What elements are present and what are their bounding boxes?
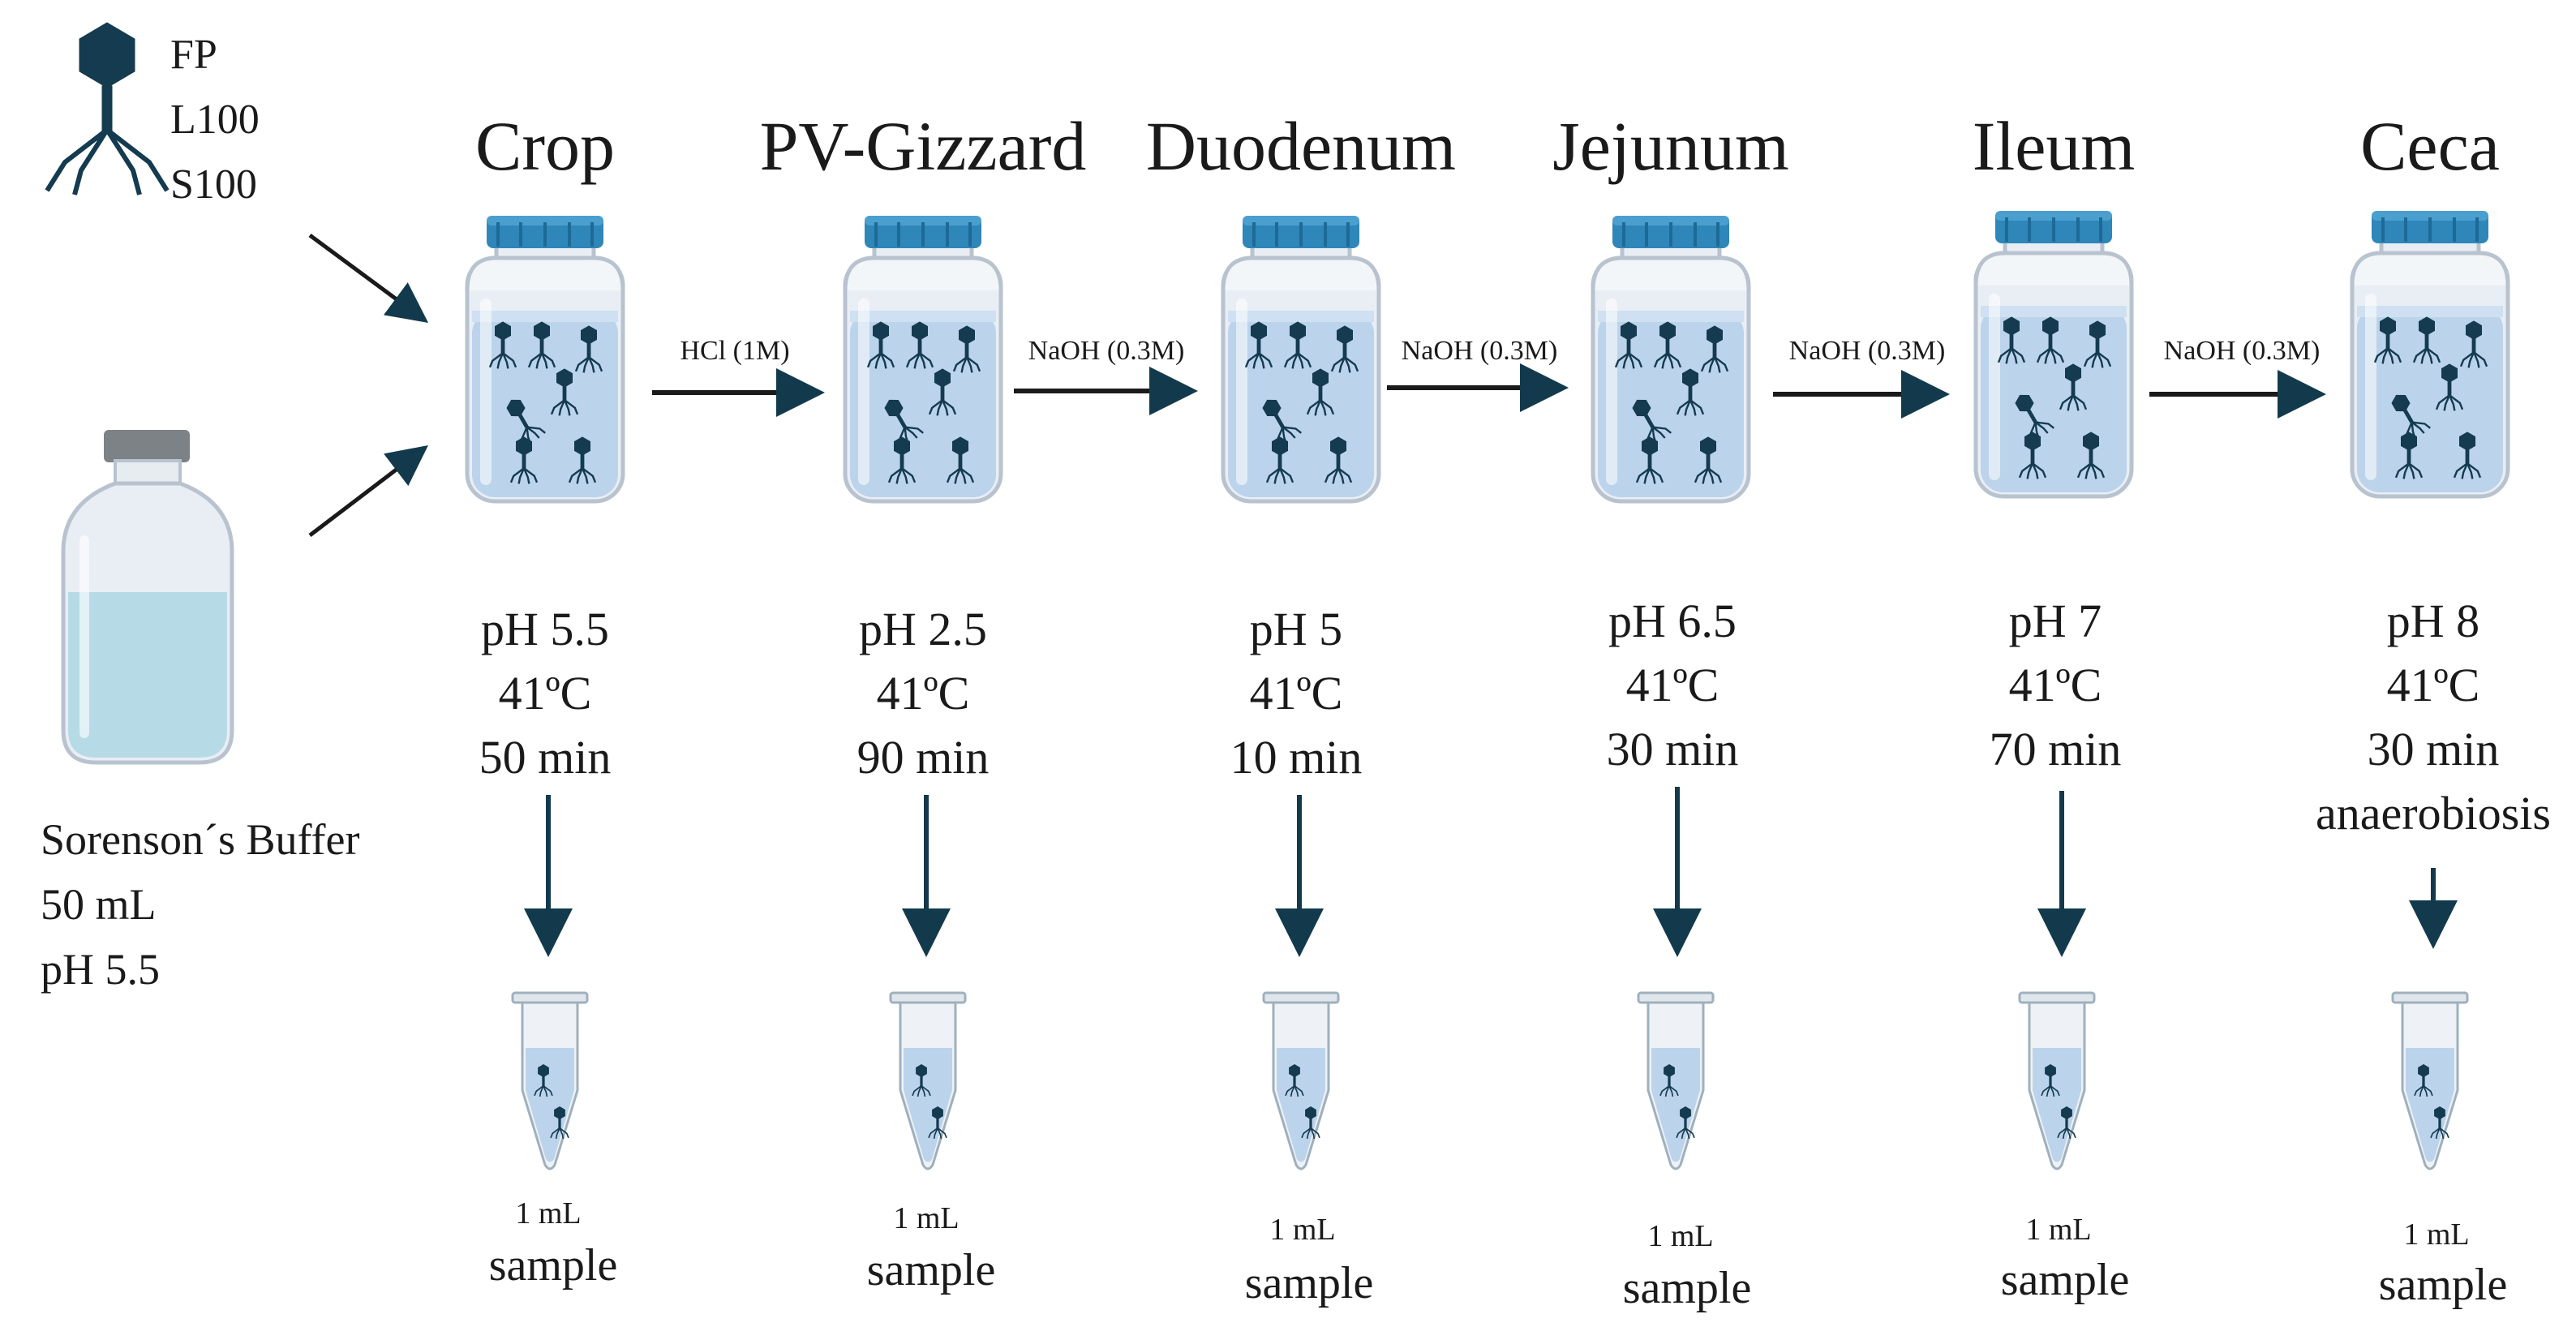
stage-ph: pH 5.5 — [481, 603, 609, 655]
stage-temperature: 41ºC — [2008, 659, 2102, 711]
stage-time: 30 min — [2367, 723, 2500, 775]
duodenum-bottle-icon — [1223, 216, 1379, 501]
stage-title-crop: Crop — [475, 107, 615, 185]
sample-label-ileum: sample — [2000, 1255, 2130, 1305]
stage-conditions-duodenum: pH 5 41ºC 10 min — [1085, 597, 1507, 789]
stage-conditions-crop: pH 5.5 41ºC 50 min — [334, 597, 756, 789]
stage-title-ileum: Ileum — [1972, 107, 2136, 185]
transition-label-2: NaOH (0.3M) — [1028, 336, 1185, 366]
sample-label-crop: sample — [488, 1240, 618, 1291]
crop-tube-icon — [513, 993, 587, 1169]
buffer-description: Sorenson´s Buffer 50 mL pH 5.5 — [41, 807, 359, 1002]
buffer-vial-icon — [61, 430, 234, 765]
stage-temperature: 41ºC — [876, 667, 970, 719]
stage-conditions-ceca: pH 8 41ºC 30 min anaerobiosis — [2222, 589, 2576, 845]
stage-time: 10 min — [1230, 731, 1363, 784]
stage-temperature: 41ºC — [498, 667, 592, 719]
stage-temperature: 41ºC — [1625, 659, 1719, 711]
stage-title-duodenum: Duodenum — [1145, 107, 1457, 185]
sample-label-pv-gizzard: sample — [866, 1245, 996, 1295]
duodenum-tube-icon — [1264, 993, 1338, 1169]
stage-time: 50 min — [479, 731, 612, 784]
stage-title-jejunum: Jejunum — [1552, 107, 1789, 185]
sample-volume-pv-gizzard: 1 mL — [893, 1201, 960, 1235]
stage-temperature: 41ºC — [1249, 667, 1343, 719]
phage-labels: FP L100 S100 — [170, 23, 260, 217]
sample-volume-duodenum: 1 mL — [1269, 1213, 1336, 1247]
transition-label-1: HCl (1M) — [680, 336, 790, 366]
sample-volume-ileum: 1 mL — [2025, 1213, 2092, 1247]
stage-ph: pH 5 — [1249, 603, 1343, 655]
stage-ph: pH 7 — [2008, 595, 2102, 647]
sample-volume-jejunum: 1 mL — [1647, 1219, 1714, 1253]
stage-temperature: 41ºC — [2386, 659, 2480, 711]
jejunum-tube-icon — [1638, 993, 1713, 1169]
phage-label-fp: FP — [170, 32, 217, 78]
buffer-volume: 50 mL — [41, 880, 157, 929]
phage-input-arrow — [308, 233, 429, 323]
stage-title-ceca: Ceca — [2360, 107, 2500, 185]
transition-label-3: NaOH (0.3M) — [1401, 336, 1558, 366]
sample-volume-crop: 1 mL — [515, 1196, 582, 1230]
stage-conditions-ileum: pH 7 41ºC 70 min — [1844, 589, 2266, 781]
buffer-ph: pH 5.5 — [41, 945, 160, 994]
stage-conditions-pv-gizzard: pH 2.5 41ºC 90 min — [712, 597, 1134, 789]
sample-label-duodenum: sample — [1244, 1258, 1374, 1308]
jejunum-bottle-icon — [1593, 216, 1749, 501]
stage-ph: pH 8 — [2386, 595, 2480, 647]
sample-label-ceca: sample — [2378, 1260, 2508, 1310]
bacteriophage-icon — [45, 22, 170, 195]
stage-conditions-jejunum: pH 6.5 41ºC 30 min — [1462, 589, 1883, 781]
pv-gizzard-bottle-icon — [845, 216, 1001, 501]
ceca-bottle-icon — [2352, 211, 2508, 496]
sample-volume-ceca: 1 mL — [2403, 1218, 2470, 1252]
buffer-input-arrow — [308, 445, 428, 537]
stage-time: 30 min — [1606, 723, 1739, 775]
sample-label-jejunum: sample — [1622, 1263, 1752, 1313]
stage-ph: pH 2.5 — [859, 603, 987, 655]
transition-label-4: NaOH (0.3M) — [1788, 336, 1946, 366]
stage-atmosphere: anaerobiosis — [2316, 787, 2551, 840]
stage-time: 70 min — [1989, 723, 2122, 775]
pv-gizzard-tube-icon — [891, 993, 965, 1169]
ileum-bottle-icon — [1976, 211, 2132, 496]
phage-label-l100: L100 — [170, 97, 260, 143]
phage-label-s100: S100 — [170, 161, 257, 208]
stage-title-pv-gizzard: PV-Gizzard — [759, 107, 1087, 185]
ceca-tube-icon — [2393, 993, 2467, 1169]
ileum-tube-icon — [2020, 993, 2094, 1169]
crop-bottle-icon — [467, 216, 623, 501]
stage-time: 90 min — [857, 731, 990, 784]
stage-ph: pH 6.5 — [1608, 595, 1737, 647]
buffer-name: Sorenson´s Buffer — [41, 815, 360, 864]
transition-label-5: NaOH (0.3M) — [2163, 336, 2321, 366]
